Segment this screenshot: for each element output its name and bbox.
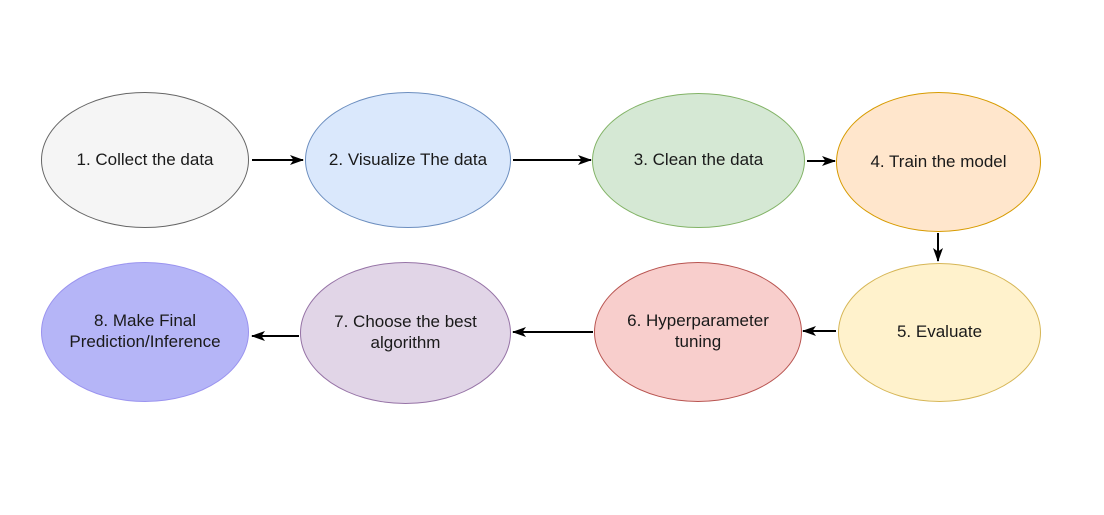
node-label: 2. Visualize The data	[328, 149, 488, 169]
node-label: 5. Evaluate	[896, 322, 983, 342]
node-make-final-prediction: 8. Make Final Prediction/Inference	[41, 262, 249, 402]
node-label: 7. Choose the best algorithm	[334, 312, 477, 352]
node-hyperparameter-tuning: 6. Hyperparameter tuning	[594, 262, 802, 402]
node-collect-data: 1. Collect the data	[41, 92, 249, 228]
node-visualize-data: 2. Visualize The data	[305, 92, 511, 228]
node-choose-best-algorithm: 7. Choose the best algorithm	[300, 262, 511, 404]
node-label: 3. Clean the data	[633, 150, 764, 170]
node-clean-data: 3. Clean the data	[592, 93, 805, 228]
node-label: 8. Make Final Prediction/Inference	[69, 311, 221, 351]
node-label: 1. Collect the data	[76, 149, 214, 169]
node-label: 6. Hyperparameter tuning	[627, 311, 769, 351]
node-label: 4. Train the model	[870, 151, 1007, 171]
node-train-model: 4. Train the model	[836, 92, 1041, 232]
node-evaluate: 5. Evaluate	[838, 263, 1041, 402]
